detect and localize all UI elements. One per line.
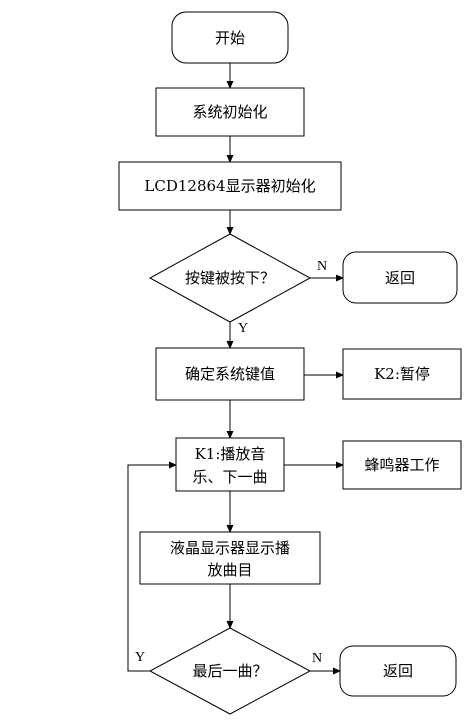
lcd-show-label-line2: 放曲目 <box>207 561 252 579</box>
lcd-init-label: LCD12864显示器初始化 <box>144 177 315 195</box>
terminator-shape <box>339 645 457 697</box>
edge-label-key-yes: Y <box>238 321 248 336</box>
node-k1: K1:播放音 乐、下一曲 <box>175 437 285 492</box>
k1-label-line2: 乐、下一曲 <box>192 468 267 486</box>
k2-label: K2:暂停 <box>374 365 430 383</box>
return-1-label: 返回 <box>385 269 415 287</box>
process-shape <box>118 161 342 211</box>
process-shape <box>139 531 321 585</box>
process-shape <box>342 440 462 490</box>
terminator-shape <box>342 251 458 304</box>
confirm-key-label: 确定系统键值 <box>185 365 275 383</box>
process-shape <box>155 87 305 137</box>
edge-label-key-no: N <box>317 259 327 274</box>
node-lcd-show: 液晶显示器显示播 放曲目 <box>139 531 321 585</box>
node-lcd-init: LCD12864显示器初始化 <box>118 161 342 211</box>
key-check-label: 按键被按下？ <box>185 269 275 287</box>
node-buzzer: 蜂鸣器工作 <box>342 440 462 490</box>
process-shape <box>155 347 305 401</box>
decision-shape <box>148 233 312 323</box>
lcd-show-label-line1: 液晶显示器显示播 <box>170 539 290 557</box>
process-shape <box>342 348 462 400</box>
node-key-check: 按键被按下？ <box>148 233 312 323</box>
node-start: 开始 <box>171 11 289 64</box>
node-return-1: 返回 <box>342 251 458 304</box>
return-2-label: 返回 <box>383 662 413 680</box>
k1-label-line1: K1:播放音 <box>195 445 266 463</box>
node-return-2: 返回 <box>339 645 457 697</box>
node-system-init: 系统初始化 <box>155 87 305 137</box>
last-check-label: 最后一曲？ <box>192 662 267 680</box>
system-init-label: 系统初始化 <box>192 103 267 121</box>
edge-label-last-yes: Y <box>135 650 145 665</box>
node-k2: K2:暂停 <box>342 348 462 400</box>
edge-label-last-no: N <box>312 651 322 666</box>
buzzer-label: 蜂鸣器工作 <box>364 456 439 474</box>
start-label: 开始 <box>215 29 245 47</box>
terminator-shape <box>171 11 289 64</box>
node-confirm-key: 确定系统键值 <box>155 347 305 401</box>
process-shape <box>175 437 285 492</box>
decision-shape <box>148 627 312 715</box>
connectors <box>127 63 344 675</box>
node-last-check: 最后一曲？ <box>148 627 312 715</box>
edge-lastcheck-yes-loop <box>127 461 177 672</box>
